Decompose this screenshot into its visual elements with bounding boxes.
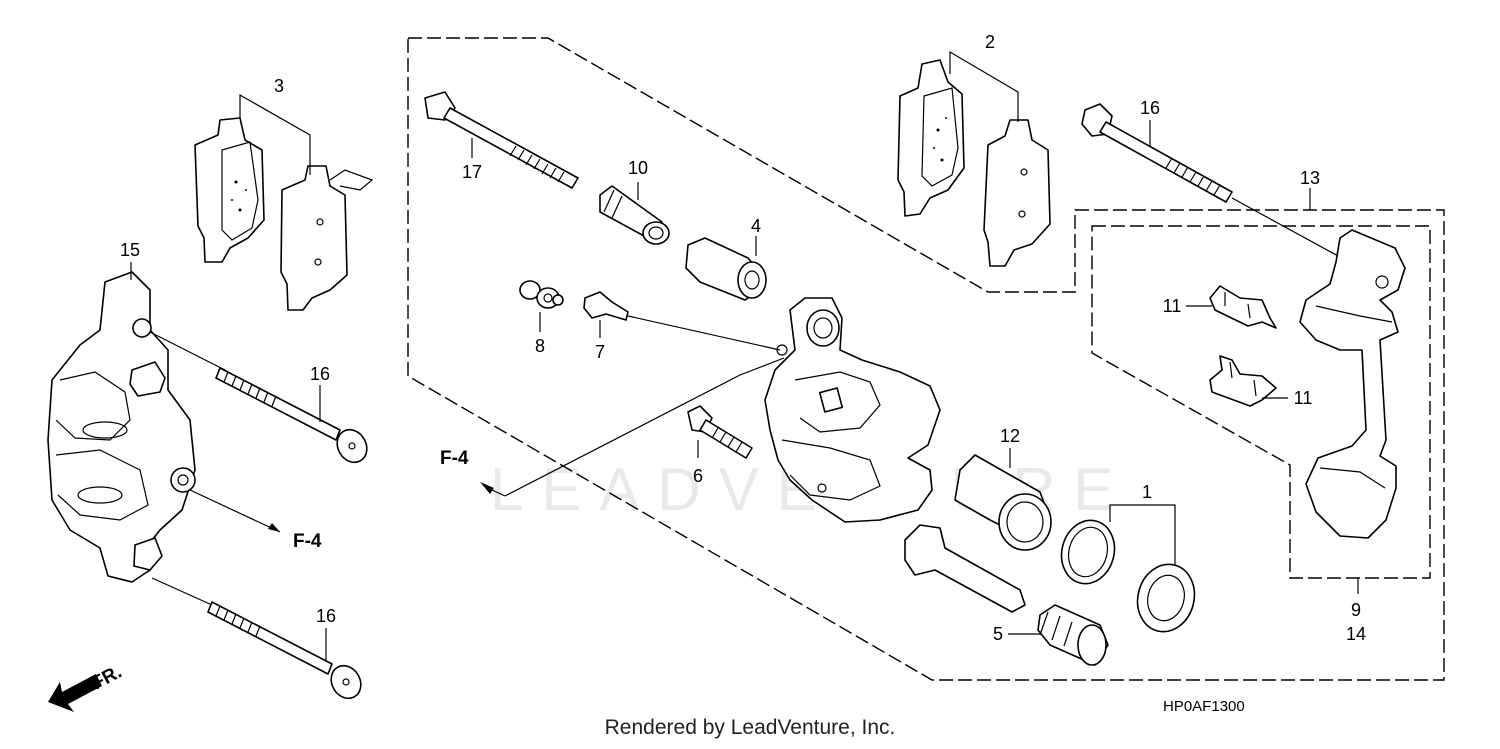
bolt-16-right xyxy=(1081,103,1233,203)
rendered-by-footer: Rendered by LeadVenture, Inc. xyxy=(604,716,896,739)
brake-pad-inner-2 xyxy=(897,59,965,217)
leader-bolt-line-upper xyxy=(149,331,226,371)
pin-boot-5 xyxy=(1037,604,1109,666)
callout-9: 9 xyxy=(1351,600,1361,620)
dust-seal-1 xyxy=(1136,563,1196,633)
callout-16-upper-left: 16 xyxy=(310,364,330,384)
callout-14: 14 xyxy=(1346,624,1366,644)
caliper-body xyxy=(764,297,941,523)
leader-2 xyxy=(949,50,1019,122)
ref-f4-left: F-4 xyxy=(293,531,322,552)
callout-11-upper: 11 xyxy=(1163,296,1182,316)
callout-17: 17 xyxy=(462,162,482,182)
callout-1: 1 xyxy=(1142,482,1152,502)
callout-7: 7 xyxy=(595,342,605,362)
leader-bolt-line-lower xyxy=(151,577,213,606)
callout-8: 8 xyxy=(535,336,545,356)
caliper-assembly-outline xyxy=(407,37,1445,681)
leader-3 xyxy=(239,93,311,175)
pad-spring-clip-11-upper xyxy=(1209,285,1277,329)
caliper-bracket xyxy=(1299,229,1406,539)
caliper-assembly-15 xyxy=(47,271,196,583)
leader-bleeder-line xyxy=(627,315,781,351)
front-direction-arrow xyxy=(48,674,102,712)
bleeder-cap-8 xyxy=(519,280,564,309)
callout-5: 5 xyxy=(993,624,1003,644)
arrow-f4-left xyxy=(268,523,280,532)
callout-12: 12 xyxy=(1000,426,1020,446)
callout-6: 6 xyxy=(693,466,703,486)
brake-pad-inner-3 xyxy=(194,117,265,263)
bolt-17 xyxy=(424,91,579,189)
brake-pad-outer-2 xyxy=(983,119,1051,267)
callout-3: 3 xyxy=(274,76,284,96)
callout-11-lower: 11 xyxy=(1294,388,1313,408)
leader-1 xyxy=(1109,504,1176,566)
diagram-code: HP0AF1300 xyxy=(1163,698,1245,715)
boot-4 xyxy=(685,237,767,301)
piston-12 xyxy=(954,454,1052,551)
callout-16-lower-left: 16 xyxy=(316,606,336,626)
bleeder-valve-7 xyxy=(583,291,629,321)
leader-f4-center xyxy=(504,357,785,497)
callout-15: 15 xyxy=(120,240,140,260)
callout-2: 2 xyxy=(985,32,995,52)
leader-f4-left xyxy=(189,489,281,533)
callout-16-right: 16 xyxy=(1140,98,1160,118)
bolt-6 xyxy=(687,405,753,459)
piston-seal-1 xyxy=(1060,519,1116,585)
callout-10: 10 xyxy=(628,158,648,178)
callout-13: 13 xyxy=(1300,168,1320,188)
pad-spring-clip-11-lower xyxy=(1209,355,1277,407)
bolt-16-upper-left xyxy=(215,367,368,464)
brake-pad-outer-3 xyxy=(280,165,374,311)
ref-f4-center: F-4 xyxy=(440,448,469,469)
callout-4: 4 xyxy=(751,216,761,236)
slide-pin-5 xyxy=(904,524,1026,613)
arrow-f4-center xyxy=(480,482,494,494)
bracket-assembly-outline xyxy=(1091,225,1431,579)
sleeve-10 xyxy=(599,185,670,245)
bolt-16-lower-left xyxy=(207,601,362,700)
